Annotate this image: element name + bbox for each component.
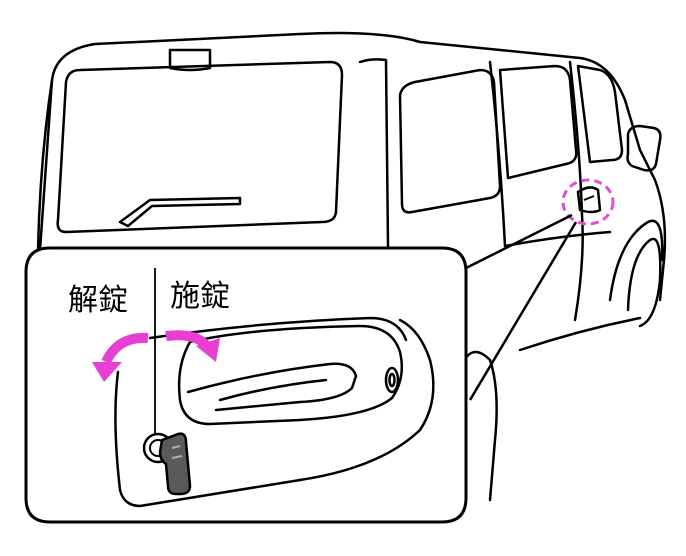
door-seam-1 (488, 60, 507, 248)
handle-grip (186, 362, 358, 412)
handle-detail (384, 366, 400, 394)
car-rear-left-edge (36, 78, 54, 252)
key-icon (158, 432, 192, 496)
inset-door-edge (148, 316, 408, 342)
lower-sill (518, 316, 642, 352)
side-window-front (576, 64, 624, 164)
door-seam-2 (568, 60, 584, 322)
side-window-door (498, 64, 578, 180)
unlock-label: 解錠 (68, 283, 128, 318)
inset-panel: 解錠 施錠 (24, 246, 468, 524)
rear-wiper (118, 196, 242, 228)
lock-label: 施錠 (170, 279, 230, 314)
front-wheel-arch (608, 219, 664, 302)
door-handle-on-car (561, 178, 615, 226)
side-window-rear (398, 68, 502, 214)
inset-frame (24, 246, 468, 524)
brake-light (168, 48, 212, 72)
curved-arrow-left-icon (92, 332, 149, 382)
inset-door-panel (114, 318, 435, 508)
highlight-circle (561, 178, 615, 226)
car-roof-outline (38, 31, 667, 302)
rear-window (56, 60, 344, 234)
side-mirror (626, 124, 662, 172)
front-wheel (626, 237, 662, 328)
car-illustration (36, 31, 667, 502)
hatch-edge (358, 58, 390, 248)
body-lower-line (503, 230, 612, 248)
handle-recess (177, 324, 403, 426)
curved-arrow-right-icon (165, 330, 220, 362)
